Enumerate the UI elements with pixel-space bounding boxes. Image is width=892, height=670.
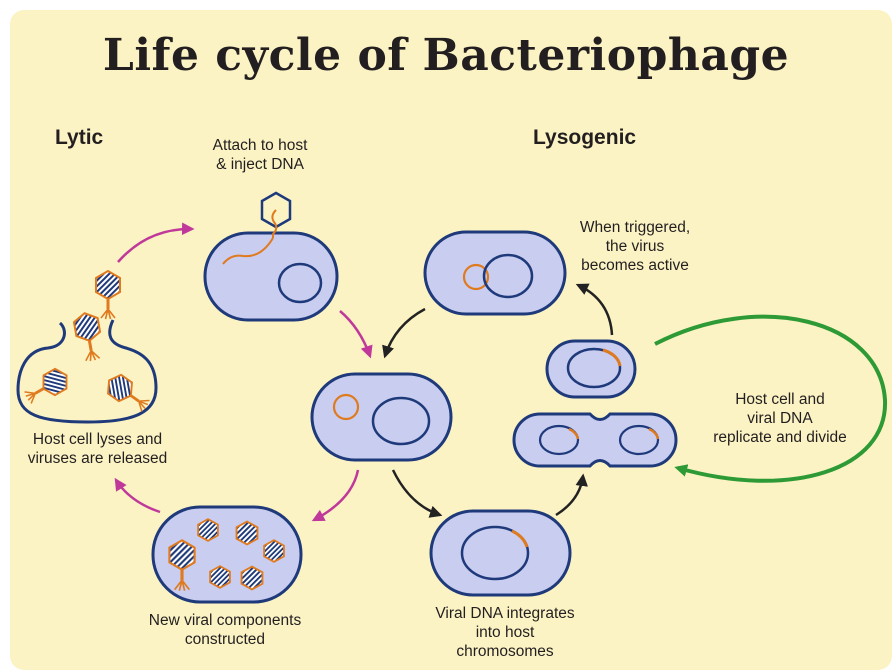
arrow-infected-to-integrated bbox=[393, 470, 440, 515]
cell-viral-components bbox=[153, 507, 301, 602]
arrow-attach-to-infected bbox=[340, 311, 370, 356]
cell-attach bbox=[205, 193, 337, 320]
arrow-infected-to-components bbox=[314, 470, 358, 520]
cell-infected bbox=[312, 374, 451, 460]
arrow-release-to-attach bbox=[118, 229, 192, 262]
cell-replicated bbox=[547, 341, 635, 397]
cell-triggered bbox=[425, 232, 565, 314]
arrow-replication-cycle bbox=[655, 317, 885, 481]
cell-integrated bbox=[431, 511, 570, 595]
arrow-components-to-lysis bbox=[116, 480, 160, 512]
arrow-replicated-to-triggered bbox=[578, 285, 612, 335]
arrow-integrated-to-dividing bbox=[556, 476, 583, 515]
cell-dividing bbox=[514, 414, 676, 466]
arrow-triggered-to-infected bbox=[385, 309, 425, 356]
cell-lysed bbox=[18, 271, 156, 422]
